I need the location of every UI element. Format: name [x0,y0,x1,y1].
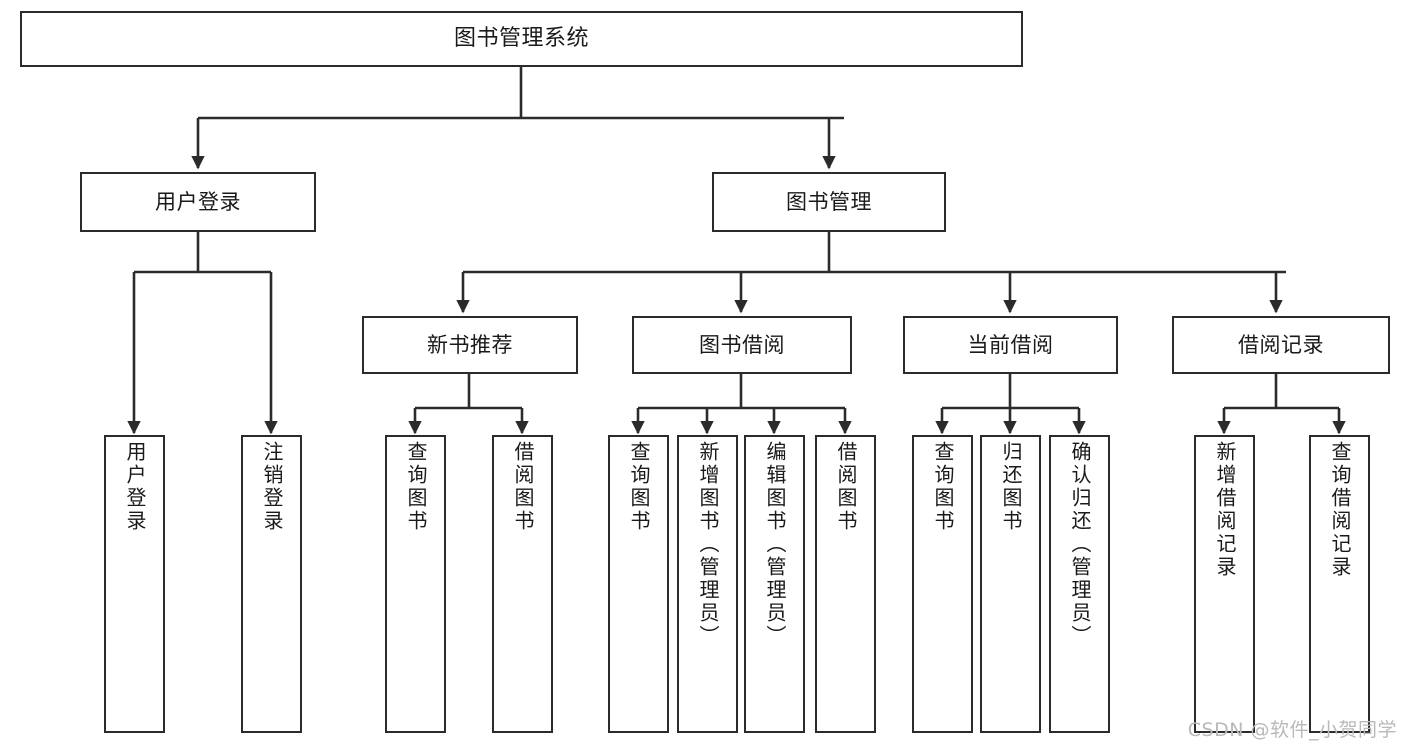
leaf-add-book-label: 新增图书（管理员） [696,441,720,648]
leaf-query-record[interactable]: 查询借阅记录 [1309,435,1370,733]
leaf-add-record[interactable]: 新增借阅记录 [1194,435,1255,733]
node-root-label: 图书管理系统 [453,26,589,52]
node-borrow-record-label: 借阅记录 [1238,332,1324,357]
leaf-query-book-3[interactable]: 查询图书 [912,435,973,733]
node-new-book-recommend[interactable]: 新书推荐 [362,316,578,374]
node-book-borrow[interactable]: 图书借阅 [632,316,852,374]
leaf-user-logout-label: 注销登录 [260,441,284,533]
leaf-return-book[interactable]: 归还图书 [980,435,1041,733]
leaf-query-book-1-label: 查询图书 [404,441,428,533]
node-current-borrow-label: 当前借阅 [967,332,1054,357]
leaf-borrow-book-2-label: 借阅图书 [834,441,858,533]
leaf-query-book-2[interactable]: 查询图书 [608,435,669,733]
leaf-user-login-label: 用户登录 [123,441,147,533]
watermark-text: CSDN @软件_小贺同学 [1187,719,1397,741]
leaf-confirm-return-label: 确认归还（管理员） [1068,441,1092,648]
node-book-management-label: 图书管理 [786,189,872,214]
leaf-confirm-return[interactable]: 确认归还（管理员） [1049,435,1110,733]
leaf-add-book[interactable]: 新增图书（管理员） [677,435,738,733]
leaf-edit-book[interactable]: 编辑图书（管理员） [744,435,805,733]
node-new-book-recommend-label: 新书推荐 [427,332,513,357]
leaf-borrow-book-1[interactable]: 借阅图书 [492,435,553,733]
leaf-query-book-2-label: 查询图书 [627,441,651,533]
node-book-borrow-label: 图书借阅 [699,332,785,357]
leaf-query-book-1[interactable]: 查询图书 [385,435,446,733]
leaf-borrow-book-2[interactable]: 借阅图书 [815,435,876,733]
leaf-edit-book-label: 编辑图书（管理员） [763,441,787,648]
node-book-management[interactable]: 图书管理 [712,172,946,232]
node-borrow-record[interactable]: 借阅记录 [1172,316,1390,374]
leaf-query-book-3-label: 查询图书 [931,441,955,533]
node-root[interactable]: 图书管理系统 [20,11,1023,67]
leaf-user-logout[interactable]: 注销登录 [241,435,302,733]
leaf-borrow-book-1-label: 借阅图书 [511,441,535,533]
leaf-return-book-label: 归还图书 [999,441,1023,533]
leaf-query-record-label: 查询借阅记录 [1328,441,1352,579]
node-user-login-label: 用户登录 [155,189,241,214]
leaf-user-login[interactable]: 用户登录 [104,435,165,733]
node-user-login[interactable]: 用户登录 [80,172,316,232]
node-current-borrow[interactable]: 当前借阅 [903,316,1118,374]
leaf-add-record-label: 新增借阅记录 [1213,441,1237,579]
